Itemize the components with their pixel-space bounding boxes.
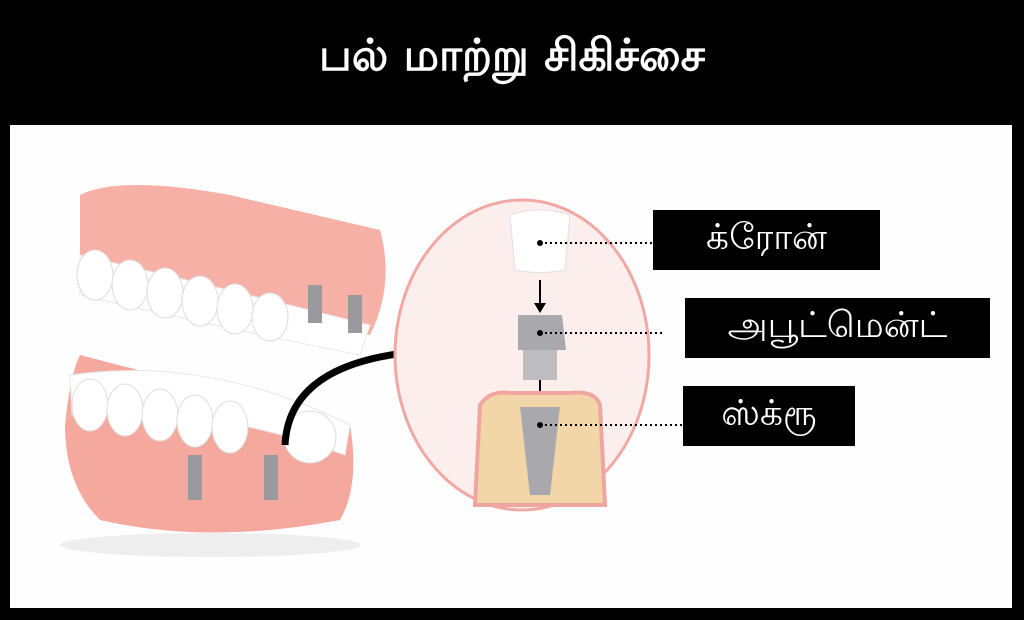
dental-implant-illustration [60, 185, 683, 557]
illustration-panel [10, 125, 1012, 608]
lower-implant-icon [188, 455, 202, 500]
page-title: பல் மாற்று சிகிச்சை [319, 30, 705, 81]
crown-label: க்ரோன் [653, 210, 880, 270]
dentures-illustration [60, 185, 386, 557]
screw-icon [520, 407, 560, 495]
abutment-label: அபூட்மென்ட் [685, 298, 990, 358]
screw-label: ஸ்க்ரூ [683, 386, 855, 446]
upper-implant-icon [308, 285, 322, 323]
